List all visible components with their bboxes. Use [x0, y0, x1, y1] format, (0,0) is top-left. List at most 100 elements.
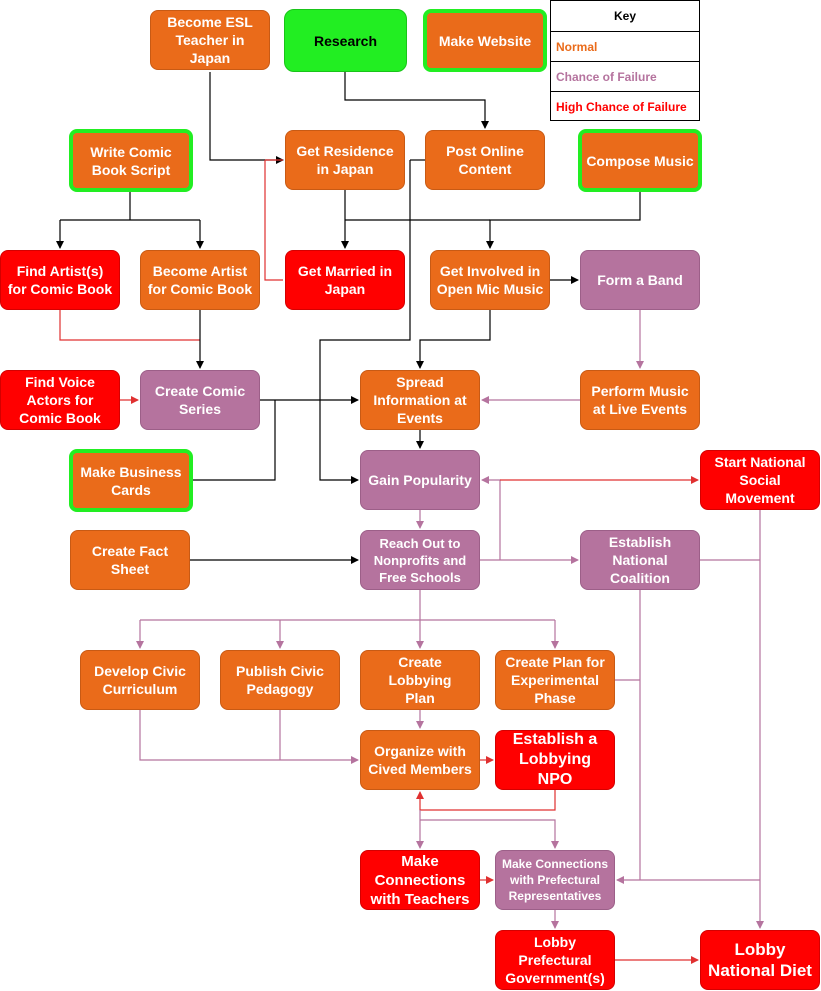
node-line: Events — [397, 410, 443, 426]
connector-edge — [139, 710, 359, 764]
node-line: Research — [313, 32, 378, 49]
node-line: Sheet — [110, 561, 150, 577]
connector-edge — [59, 310, 200, 341]
node-line: Find Voice — [25, 374, 95, 390]
node-line: Become ESL — [167, 14, 253, 30]
node-line: Create Comic — [154, 383, 246, 399]
node-line: Phase — [534, 690, 576, 706]
node-line: Lobby — [734, 940, 786, 959]
node-line: Create Fact — [91, 543, 169, 559]
node-line: Reach Out to — [379, 535, 461, 551]
node-line: at Live Events — [592, 401, 688, 417]
node-line: Start National — [714, 454, 806, 470]
node-become-artist: Become Artist for Comic Book — [140, 250, 260, 310]
node-line: Comic Book — [19, 410, 101, 426]
node-research: Research — [284, 9, 407, 72]
node-line: Curriculum — [102, 681, 178, 697]
node-line: Experimental — [511, 672, 599, 688]
node-line: in Japan — [316, 161, 374, 177]
node-line: Get Residence — [296, 143, 394, 159]
node-become-esl-teacher: Become ESL Teacher in Japan — [150, 10, 270, 70]
connector-edge — [486, 192, 641, 249]
node-make-website: Make Website — [423, 9, 547, 72]
node-get-married: Get Married in Japan — [285, 250, 405, 310]
legend: Key Normal Chance of Failure High Chance… — [550, 0, 700, 121]
node-line: Movement — [725, 490, 795, 506]
node-line: Compose Music — [586, 152, 694, 169]
node-line: Establish a — [512, 731, 598, 748]
node-line: Teacher in — [175, 32, 245, 48]
node-line: Create Lobbying — [388, 654, 452, 688]
node-line: Post Online — [446, 143, 524, 159]
node-line: Nonprofits and — [373, 552, 467, 568]
connector-edge — [416, 790, 556, 811]
node-line: Become Artist — [152, 263, 248, 279]
node-establish-lobbying-npo: Establish a Lobbying NPO — [495, 730, 615, 790]
node-line: Japan — [189, 50, 231, 66]
connector-edge — [209, 72, 284, 164]
node-find-artists: Find Artist(s)for Comic Book — [0, 250, 120, 310]
node-line: for Comic Book — [7, 281, 113, 297]
node-line: Get Married in — [297, 263, 393, 279]
connector-edge — [344, 72, 489, 129]
node-line: Create Plan for — [505, 654, 605, 670]
node-line: Make Business — [80, 463, 182, 480]
node-line: Make — [401, 852, 439, 870]
connector-edge — [416, 310, 491, 369]
node-line: Plan — [405, 690, 435, 706]
node-line: Organize with — [374, 743, 466, 759]
node-get-residence: Get Residence in Japan — [285, 130, 405, 190]
node-line: Free Schools — [379, 569, 461, 585]
node-line: Publish Civic — [236, 663, 324, 679]
node-line: with Teachers — [370, 890, 470, 908]
node-line: Get Involved in — [439, 263, 541, 279]
node-line: National — [612, 552, 668, 568]
node-line: Actors for — [26, 392, 94, 408]
node-line: Lobby — [533, 934, 576, 950]
node-line: for Comic Book — [147, 281, 253, 297]
legend-high-chance-of-failure: High Chance of Failure — [551, 91, 699, 121]
legend-normal: Normal — [551, 31, 699, 61]
node-line: Information at — [373, 392, 467, 408]
node-form-a-band: Form a Band — [580, 250, 700, 310]
node-line: Connections — [374, 871, 466, 889]
node-line: Spread — [396, 374, 444, 390]
node-line: Cards — [111, 481, 151, 498]
node-line: Book Script — [91, 161, 171, 178]
node-line: Content — [458, 161, 512, 177]
connector-edge — [420, 819, 559, 849]
node-line: Prefectural — [518, 952, 592, 968]
node-line: Develop Civic — [94, 663, 186, 679]
legend-chance-of-failure: Chance of Failure — [551, 61, 699, 91]
node-line: Representatives — [508, 889, 602, 903]
node-line: Form a Band — [597, 272, 683, 288]
node-line: Government(s) — [505, 970, 605, 986]
node-line: Japan — [324, 281, 366, 297]
node-line: Establish — [608, 534, 672, 550]
node-line: Lobbying NPO — [519, 751, 591, 788]
legend-title: Key — [613, 9, 636, 23]
node-gain-popularity: Gain Popularity — [360, 450, 480, 510]
node-line: Make Connections — [501, 857, 609, 871]
node-line: Pedagogy — [246, 681, 314, 697]
node-line: Write Comic — [90, 143, 172, 160]
